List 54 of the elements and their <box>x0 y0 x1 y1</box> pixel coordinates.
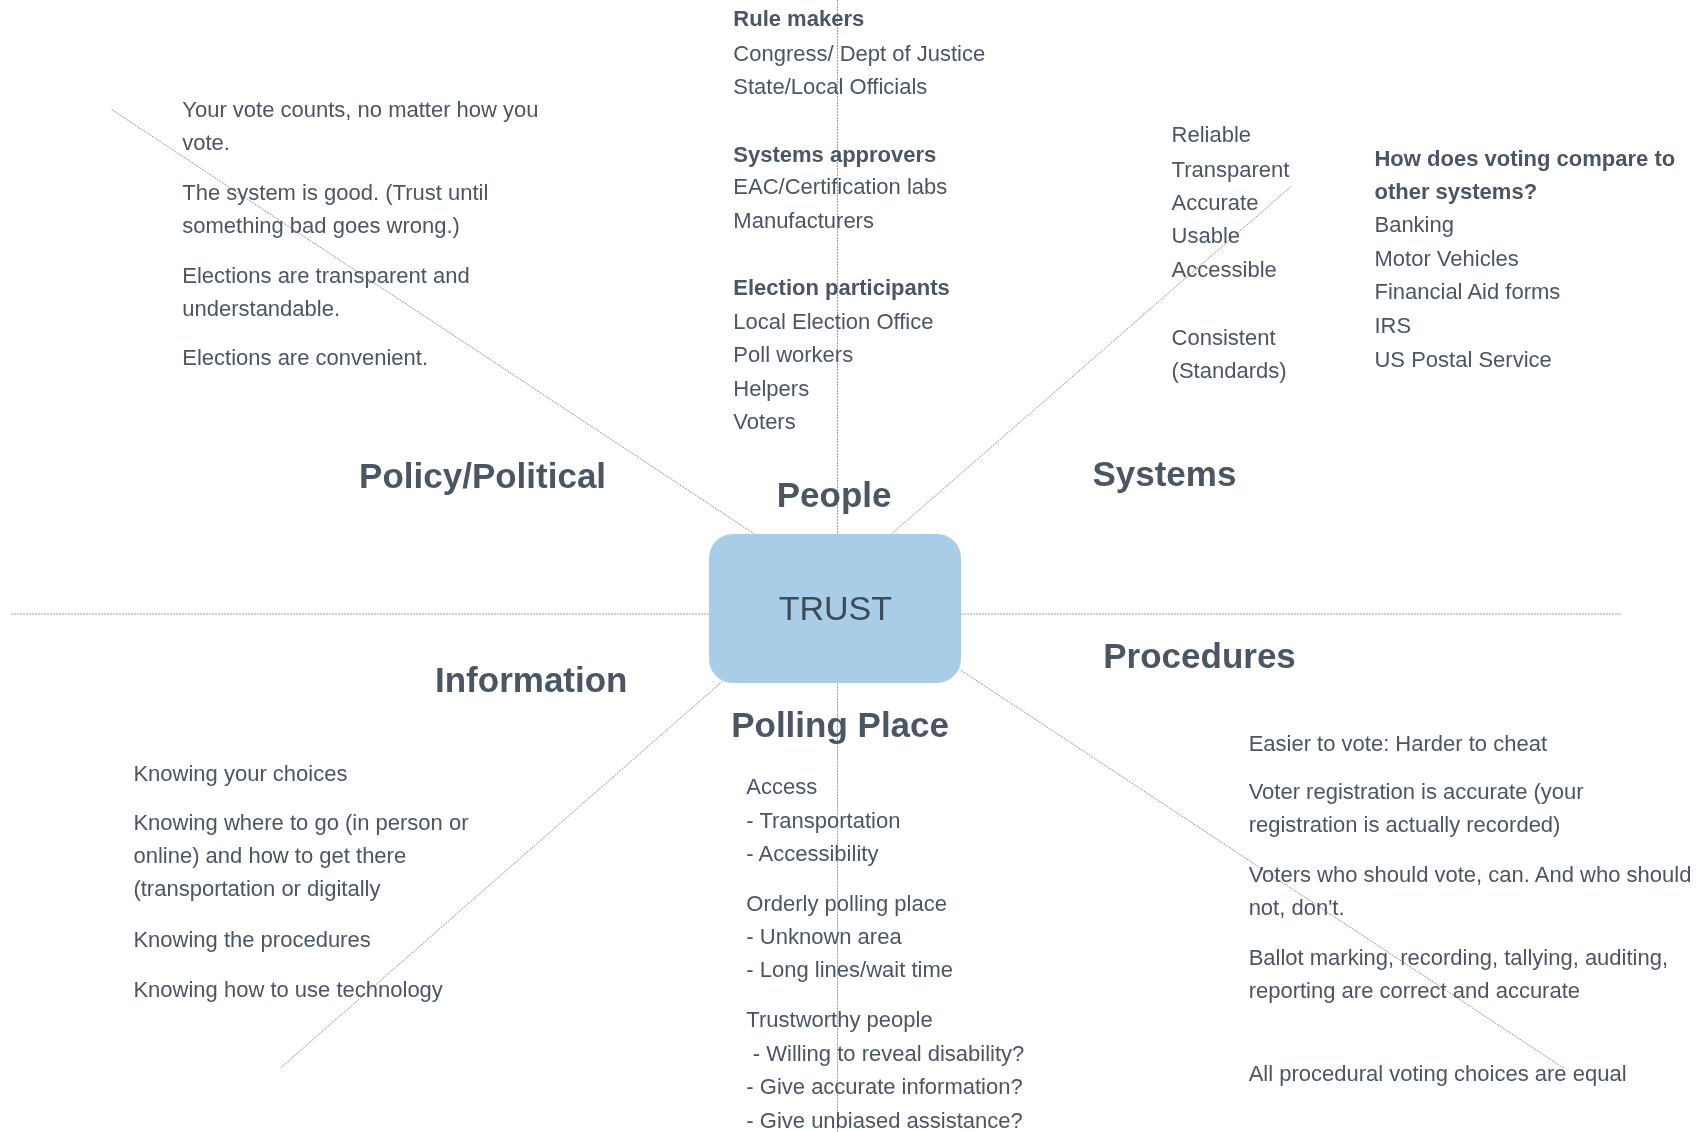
list-item: Knowing how to use technology <box>133 975 443 1004</box>
group-heading: How does voting compare to other systems? <box>1374 144 1677 206</box>
statement-text: Elections are transparent and understandable. <box>182 262 471 324</box>
list-item: Access <box>746 773 818 801</box>
list-item: Voters <box>733 408 796 437</box>
list-item: US Postal Service <box>1374 345 1552 374</box>
statement-text: Consistent (Standards) <box>1171 323 1288 385</box>
category-heading: Policy/Political <box>359 455 607 498</box>
group-heading: Systems approvers <box>733 140 937 169</box>
list-item: Poll workers <box>733 341 854 370</box>
list-item: Easier to vote: Harder to cheat <box>1248 729 1547 758</box>
list-item: - Long lines/wait time <box>746 956 953 985</box>
list-item: Helpers <box>733 374 810 403</box>
list-item: - Unknown area <box>746 922 902 951</box>
list-item: Motor Vehicles <box>1374 244 1519 273</box>
category-heading: Procedures <box>1103 635 1296 678</box>
list-item: Knowing your choices <box>133 759 348 788</box>
category-heading: Systems <box>1092 453 1237 496</box>
list-item: - Accessibility <box>746 840 879 869</box>
statement-text: Voters who should vote, can. And who should not, don't. <box>1248 860 1693 922</box>
list-item: Transparent <box>1171 155 1290 184</box>
list-item: All procedural voting choices are equal <box>1248 1060 1627 1089</box>
category-heading: Polling Place <box>731 703 949 746</box>
list-item: Congress/ Dept of Justice <box>733 39 986 68</box>
list-item: IRS <box>1374 311 1412 340</box>
list-item: - Give accurate information? <box>746 1073 1023 1102</box>
node-label: TRUST <box>778 589 892 629</box>
group-heading: Election participants <box>733 273 950 302</box>
list-item: Financial Aid forms <box>1374 278 1561 307</box>
central-box <box>709 533 962 684</box>
category-heading: Information <box>435 659 628 702</box>
list-item: Knowing the procedures <box>133 925 371 954</box>
list-item: Accurate <box>1171 189 1259 218</box>
statement-text: Your vote counts, no matter how you vote. <box>182 96 540 158</box>
statement-text: Elections are convenient. <box>182 344 430 373</box>
group-heading: Rule makers <box>733 4 865 33</box>
list-item: - Willing to reveal disability? <box>752 1039 1025 1068</box>
list-item: Manufacturers <box>733 206 874 235</box>
statement-text: Knowing where to go (in person or online) and how to get there (transportation or digitally <box>133 808 470 903</box>
list-item: EAC/Certification labs <box>733 173 948 202</box>
category-heading: People <box>776 473 892 516</box>
list-item: Reliable <box>1171 121 1252 149</box>
list-item: Usable <box>1171 221 1241 250</box>
list-item: Trustworthy people <box>746 1006 933 1035</box>
list-item: - Transportation <box>746 806 901 835</box>
list-item: Accessible <box>1171 255 1277 284</box>
list-item: - Give unbiased assistance? <box>746 1107 1023 1132</box>
list-item: Local Election Office <box>733 307 934 336</box>
list-item: Banking <box>1374 211 1454 240</box>
statement-text: Ballot marking, recording, tallying, auditing, reporting are correct and accurate <box>1248 944 1669 1006</box>
list-item: Orderly polling place <box>746 890 947 919</box>
statement-text: The system is good. (Trust until something bad goes wrong.) <box>182 178 490 240</box>
statement-text: Voter registration is accurate (your registration is actually recorded) <box>1248 778 1585 840</box>
list-item: State/Local Officials <box>733 73 928 102</box>
